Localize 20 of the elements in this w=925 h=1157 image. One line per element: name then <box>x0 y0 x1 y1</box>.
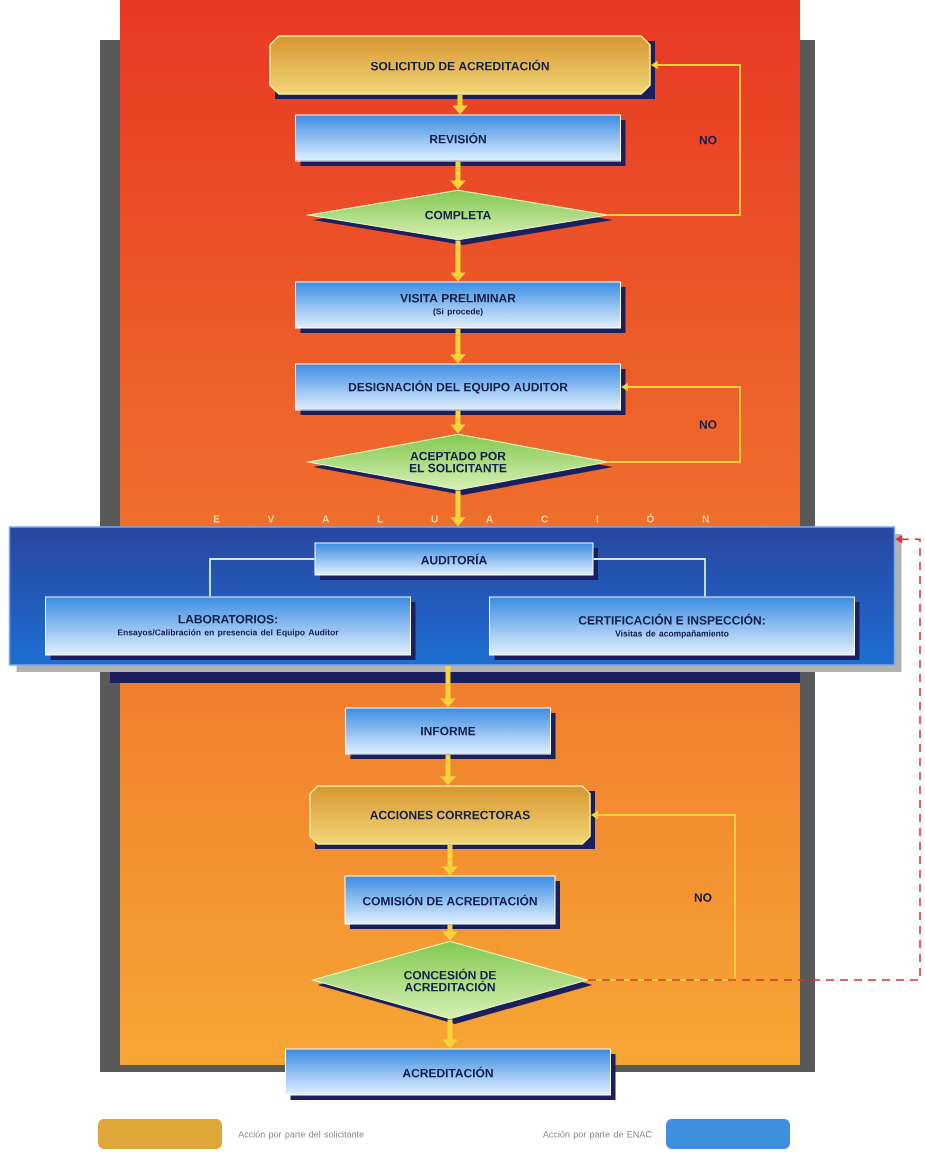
process-box: DESIGNACIÓN DEL EQUIPO AUDITOR <box>295 363 626 415</box>
process-box: COMISIÓN DE ACREDITACIÓN <box>344 875 560 929</box>
edge-label: NO <box>699 135 717 145</box>
hexagon-box: SOLICITUD DE ACREDITACIÓN <box>269 35 655 99</box>
edge-label: NO <box>699 420 717 429</box>
process-box: CERTIFICACIÓN E INSPECCIÓN: Visitas de acompañamiento <box>489 596 860 660</box>
process-box: ACREDITACIÓN <box>285 1048 616 1100</box>
process-box: INFORME <box>345 707 556 759</box>
process-box: AUDITORÍA <box>314 542 598 580</box>
hexagon-box: ACCIONES CORRECTORAS <box>309 785 595 849</box>
process-box: LABORATORIOS: Ensayos/Calibración en presencia del Equipo Auditor <box>45 596 416 660</box>
edge-label: NO <box>694 893 712 902</box>
legend-text: Acción por parte del solicitante <box>238 1130 364 1140</box>
process-box: VISITA PRELIMINAR (Si procede) <box>295 281 626 333</box>
connector-line <box>209 558 316 598</box>
process-box: REVISIÓN <box>295 114 626 166</box>
section-label: E V A L U A C I Ó N <box>213 513 709 523</box>
arrow <box>587 535 921 981</box>
connector-line <box>592 558 706 598</box>
legend-text: Acción por parte de ENAC <box>542 1130 652 1140</box>
